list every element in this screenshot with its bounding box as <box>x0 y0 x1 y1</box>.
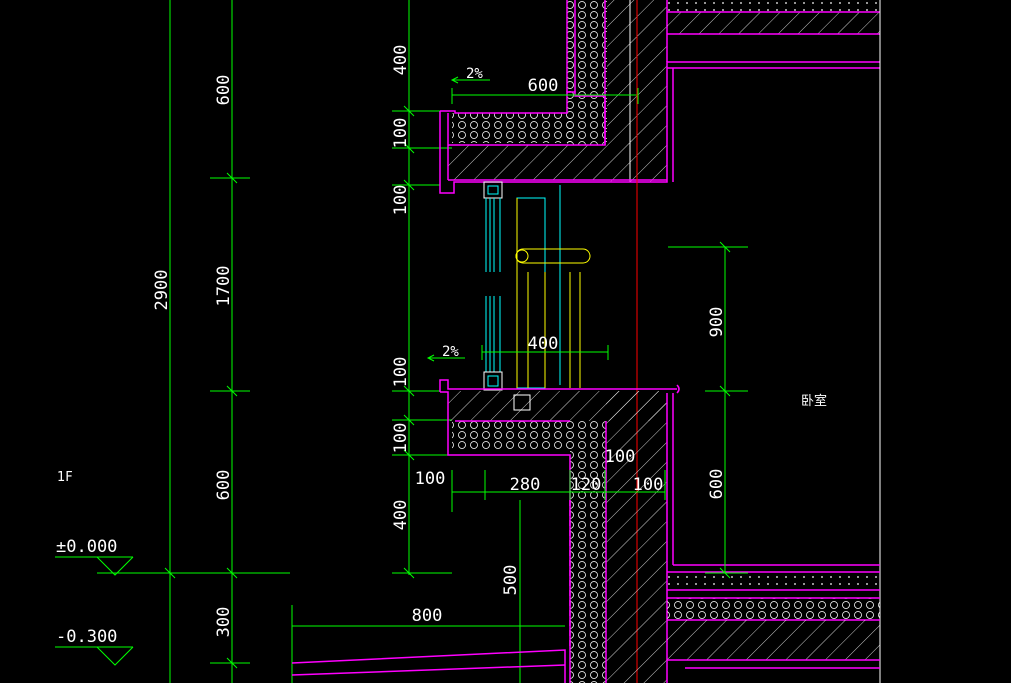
level-zero-text: ±0.000 <box>56 537 117 557</box>
floor-label: 1F <box>57 470 73 485</box>
dim-1700: 1700 <box>214 266 234 307</box>
room-label: 卧室 <box>801 393 827 409</box>
dim-400-horizontal: 400 <box>528 334 559 354</box>
dim-100-b: 100 <box>391 185 411 216</box>
dim-100-a: 100 <box>391 118 411 149</box>
slope-lower-text: 2% <box>442 344 459 360</box>
dim-120: 120 <box>571 475 602 495</box>
dim-300: 300 <box>214 607 234 638</box>
dim-280: 280 <box>510 475 541 495</box>
dim-600-bottom: 600 <box>214 470 234 501</box>
dim-100-c: 100 <box>391 357 411 388</box>
slope-arrow-upper <box>450 76 639 104</box>
dim-500: 500 <box>501 565 521 596</box>
window-glass <box>483 181 561 391</box>
sill-dimension-row <box>451 470 666 512</box>
level-mark-zero <box>55 556 150 576</box>
dim-100-row-left: 100 <box>415 469 446 489</box>
dim-800: 800 <box>412 606 443 626</box>
right-dimension-chain <box>668 241 748 579</box>
dim-100-d: 100 <box>391 423 411 454</box>
lower-right-slab <box>667 393 880 669</box>
ground-step <box>291 500 566 683</box>
dim-400-bottom: 400 <box>391 500 411 531</box>
dim-100-wall: 100 <box>605 447 636 467</box>
inner-dimension-chain <box>392 0 452 579</box>
level-mark-minus <box>55 646 134 666</box>
dim-600-top-horizontal: 600 <box>528 76 559 96</box>
slope-arrow-lower <box>426 345 609 362</box>
dim-600-right: 600 <box>707 469 727 500</box>
level-minus-text: -0.300 <box>56 627 117 647</box>
dim-900: 900 <box>707 307 727 338</box>
upper-right-slab <box>667 0 881 683</box>
dim-100-row-right: 100 <box>633 475 664 495</box>
slope-upper-text: 2% <box>466 66 483 82</box>
railing <box>515 198 591 388</box>
sill-slab <box>439 379 680 683</box>
dim-600-top: 600 <box>214 75 234 106</box>
upper-slab <box>439 61 880 194</box>
dim-400-top: 400 <box>391 45 411 76</box>
dim-2900: 2900 <box>152 270 172 311</box>
left-dimension-chain <box>150 0 290 683</box>
